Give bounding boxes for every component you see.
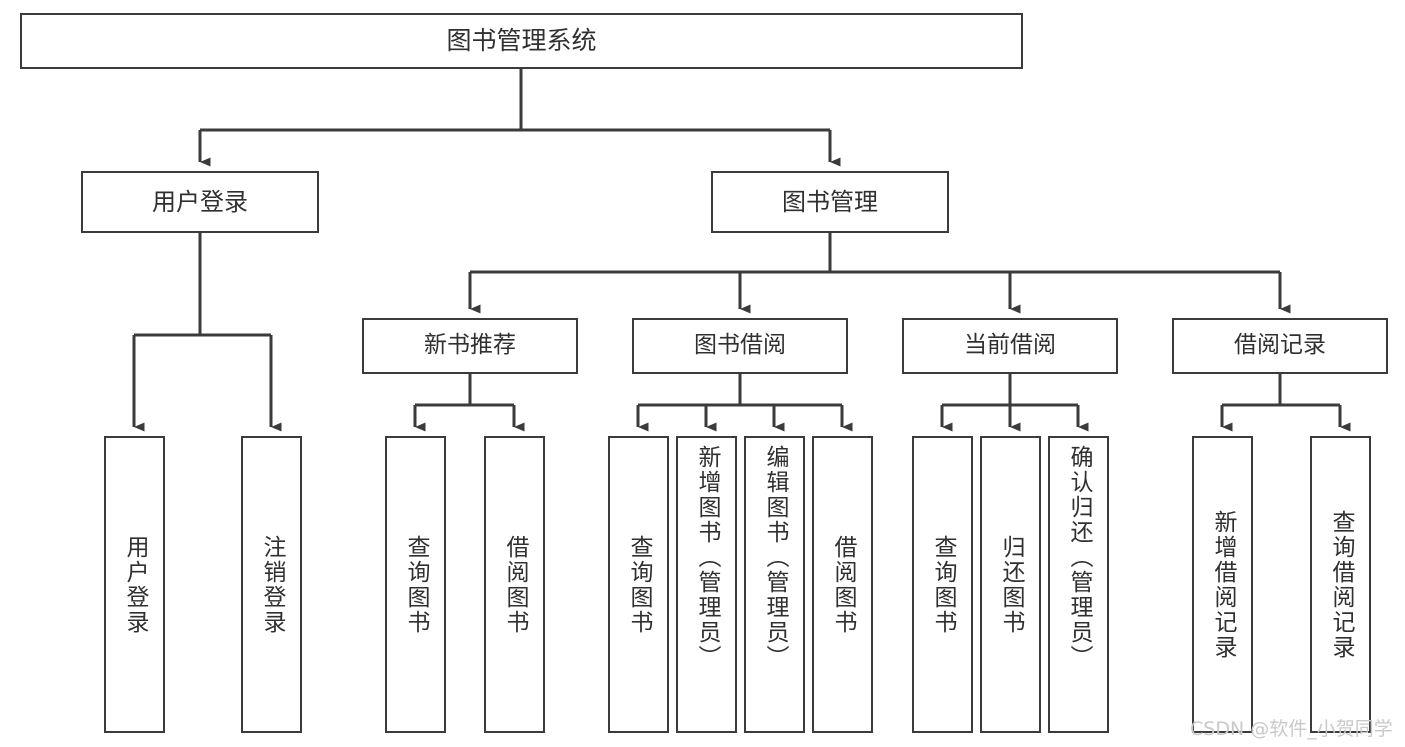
node-book-manage-label: 图书管理 — [782, 187, 878, 216]
node-book-borrow-label: 图书借阅 — [694, 332, 786, 359]
node-leaf-query-book-1-label: 查询图书 — [403, 534, 429, 635]
node-leaf-user-login[interactable]: 用户登录 — [104, 436, 165, 733]
node-leaf-add-record[interactable]: 新增借阅记录 — [1192, 436, 1253, 733]
node-leaf-query-book-2-label: 查询图书 — [626, 534, 652, 635]
node-current-borrow-label: 当前借阅 — [964, 332, 1056, 359]
node-leaf-query-record-label: 查询借阅记录 — [1328, 509, 1354, 660]
node-leaf-edit-book-label: 编辑图书（管理员） — [762, 445, 788, 670]
node-leaf-borrow-book-1-label: 借阅图书 — [502, 534, 528, 635]
node-leaf-query-book-3-label: 查询图书 — [930, 534, 956, 635]
node-leaf-logout[interactable]: 注销登录 — [241, 436, 302, 733]
node-leaf-return-book[interactable]: 归还图书 — [980, 436, 1041, 733]
node-leaf-edit-book[interactable]: 编辑图书（管理员） — [744, 436, 805, 733]
node-leaf-confirm-return-label: 确认归还（管理员） — [1066, 445, 1092, 670]
node-leaf-borrow-book-2[interactable]: 借阅图书 — [812, 436, 873, 733]
node-leaf-query-book-3[interactable]: 查询图书 — [912, 436, 973, 733]
node-leaf-query-book-2[interactable]: 查询图书 — [608, 436, 669, 733]
node-leaf-add-record-label: 新增借阅记录 — [1210, 509, 1236, 660]
node-root[interactable]: 图书管理系统 — [20, 13, 1023, 69]
node-leaf-borrow-book-1[interactable]: 借阅图书 — [484, 436, 545, 733]
node-leaf-query-book-1[interactable]: 查询图书 — [385, 436, 446, 733]
node-current-borrow[interactable]: 当前借阅 — [902, 318, 1118, 374]
node-book-manage[interactable]: 图书管理 — [711, 171, 949, 233]
node-borrow-record-label: 借阅记录 — [1234, 332, 1326, 359]
node-leaf-borrow-book-2-label: 借阅图书 — [830, 534, 856, 635]
node-leaf-user-login-label: 用户登录 — [122, 534, 148, 635]
node-leaf-logout-label: 注销登录 — [259, 534, 285, 635]
node-new-book-rec[interactable]: 新书推荐 — [362, 318, 578, 374]
node-new-book-rec-label: 新书推荐 — [424, 332, 516, 359]
node-user-login[interactable]: 用户登录 — [81, 171, 319, 233]
csdn-watermark: CSDN @软件_小贺同学 — [1190, 718, 1393, 740]
node-leaf-confirm-return[interactable]: 确认归还（管理员） — [1048, 436, 1109, 733]
node-leaf-add-book-label: 新增图书（管理员） — [694, 445, 720, 670]
node-book-borrow[interactable]: 图书借阅 — [632, 318, 848, 374]
node-borrow-record[interactable]: 借阅记录 — [1172, 318, 1388, 374]
node-root-label: 图书管理系统 — [446, 26, 597, 55]
node-leaf-add-book[interactable]: 新增图书（管理员） — [676, 436, 737, 733]
node-user-login-label: 用户登录 — [152, 187, 248, 216]
node-leaf-query-record[interactable]: 查询借阅记录 — [1310, 436, 1371, 733]
node-leaf-return-book-label: 归还图书 — [998, 534, 1024, 635]
